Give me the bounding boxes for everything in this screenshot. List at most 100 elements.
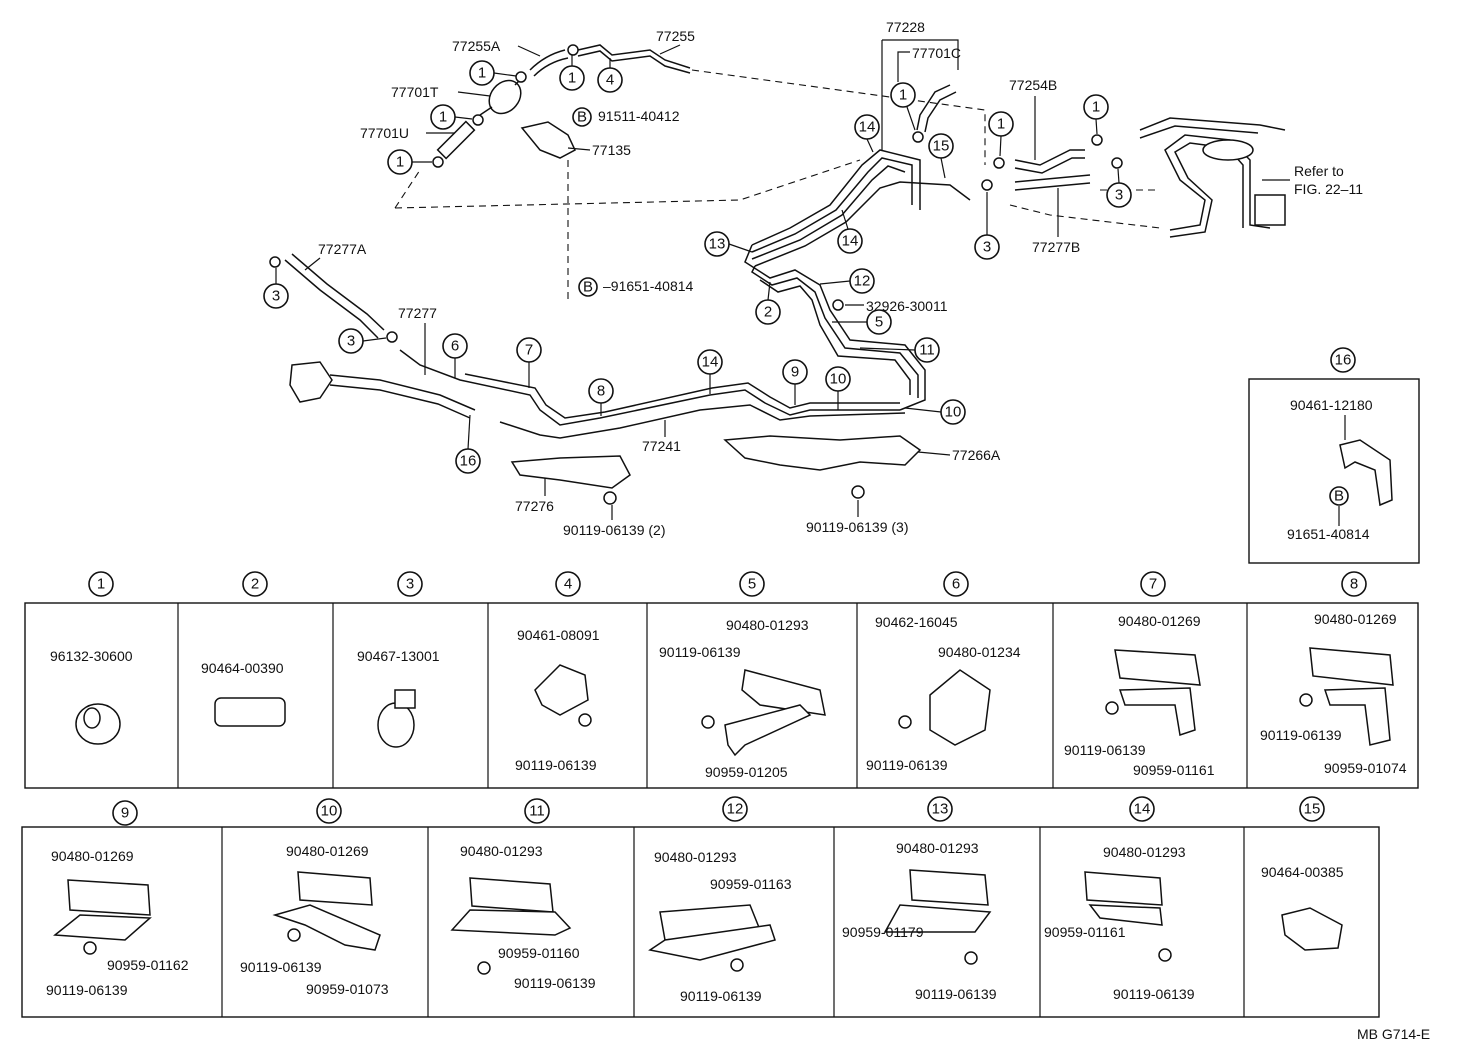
cell-6: 6 90462-16045 90480-01234 90119-06139	[866, 571, 1021, 773]
svg-text:3: 3	[347, 333, 355, 350]
callout-1-e: 1	[890, 82, 916, 108]
clamp-90461-08091	[534, 664, 589, 716]
svg-text:8: 8	[597, 383, 605, 400]
leader-77255A	[517, 45, 541, 57]
cell-14-label-2: 90119-06139	[1113, 986, 1195, 1002]
leader-c13	[728, 243, 753, 253]
label-77276: 77276	[515, 498, 554, 514]
cell-1-label-0: 96132-30600	[50, 648, 133, 664]
label-fig-22-11: FIG. 22–11	[1294, 181, 1363, 197]
cell-11-label-2: 90119-06139	[514, 975, 596, 991]
clip-96132-inner	[83, 707, 101, 729]
label-77135: 77135	[592, 142, 631, 158]
bracket-cell-8	[1323, 687, 1391, 746]
hose-77277B	[1014, 174, 1091, 183]
leader-c12	[819, 280, 851, 285]
hose-77254B-outer	[1014, 157, 1085, 174]
callout-1-f: 1	[988, 111, 1014, 137]
clamp-1-77254B	[993, 157, 1005, 169]
label-77701T: 77701T	[391, 84, 439, 100]
label-77277B: 77277B	[1032, 239, 1080, 255]
cell-4-num: 4	[564, 576, 572, 593]
callout-12: 12	[849, 268, 875, 294]
callout-16-main: 16	[455, 448, 481, 474]
bracket-cell-10	[272, 904, 381, 951]
cell-3-label-0: 90467-13001	[357, 648, 440, 664]
cell-8: 8 90480-01269 90119-06139 90959-01074	[1260, 571, 1407, 776]
leader-c3-d	[362, 337, 387, 342]
bolt-protector-77266A	[851, 485, 865, 499]
svg-text:14: 14	[859, 119, 876, 136]
bolt-cell-8	[1299, 693, 1313, 707]
clamp-cell-11	[469, 877, 554, 913]
leader-c1-e	[906, 106, 916, 131]
svg-text:7: 7	[525, 342, 533, 359]
bracket-cell-5	[724, 704, 812, 757]
callout-10-mid: 10	[825, 366, 851, 392]
svg-text:B: B	[1334, 488, 1344, 505]
cell-10-label-2: 90959-01073	[306, 981, 389, 997]
bracket-cell-11	[450, 909, 572, 936]
label-77701U: 77701U	[360, 125, 409, 141]
cell-14-label-0: 90480-01293	[1103, 844, 1186, 860]
clamp-90464-00385	[1281, 907, 1343, 951]
leader-c3-a	[1117, 168, 1120, 184]
svg-text:1: 1	[478, 65, 486, 82]
row1-dividers	[177, 603, 1248, 788]
svg-text:1: 1	[396, 154, 404, 171]
callout-1-b: 1	[559, 65, 585, 91]
fuel-pump-line-c	[1164, 134, 1271, 231]
row1-frame	[24, 602, 1419, 789]
callout-3-c: 3	[263, 283, 289, 309]
clamp-cell-7	[1114, 649, 1201, 686]
clamp-90464-00390	[214, 697, 286, 727]
cell-10-label-0: 90480-01269	[286, 843, 369, 859]
callout-1-c: 1	[430, 104, 456, 130]
cell-11-label-0: 90480-01293	[460, 843, 543, 859]
label-bolt-3: 90119-06139 (3)	[806, 519, 908, 535]
cell-1-num: 1	[97, 576, 105, 593]
main-labels: 77255A 77255 77701T 77701U 91511-40412 7…	[304, 19, 1363, 538]
callout-1-g: 1	[1083, 94, 1109, 120]
label-refer-to: Refer to	[1294, 163, 1344, 179]
leader-77228	[881, 39, 959, 150]
protector-77266A	[723, 435, 922, 471]
leader-c14-top	[866, 138, 874, 153]
pipe-mid-c	[759, 279, 911, 395]
dashed-guide-top	[691, 69, 986, 165]
fuel-pump-line-b	[1139, 125, 1259, 139]
svg-text:11: 11	[919, 342, 935, 359]
label-77277: 77277	[398, 305, 437, 321]
label-77228: 77228	[886, 19, 925, 35]
cell-12-label-0: 90480-01293	[654, 849, 737, 865]
protector-77276	[510, 455, 631, 489]
svg-text:B: B	[577, 109, 587, 126]
main-callouts: 1 1 4 1 1 B B 1 14 15 1 1 3 3 14 13 12 2…	[263, 55, 1132, 474]
detail-16-b: B	[1329, 486, 1349, 506]
cell-6-label-0: 90462-16045	[875, 614, 958, 630]
cell-7-label-2: 90959-01161	[1133, 762, 1215, 778]
bolt-cell-5	[701, 715, 715, 729]
clamp-cell-6	[929, 669, 991, 746]
svg-text:1: 1	[439, 109, 447, 126]
vapor-line-left	[329, 374, 476, 411]
cell-8-label-0: 90480-01269	[1314, 611, 1397, 627]
callout-3-d: 3	[338, 328, 364, 354]
svg-text:16: 16	[1335, 352, 1352, 369]
svg-text:14: 14	[842, 233, 859, 250]
cell-9-label-1: 90959-01162	[107, 957, 189, 973]
cell-10-num: 10	[321, 803, 338, 820]
callout-1-d: 1	[387, 149, 413, 175]
pipe-bundle-upper-b	[751, 157, 913, 253]
label-91651-40814: –91651-40814	[603, 278, 694, 294]
detail-row-1: 1 96132-30600 2 90464-00390 3 90467-1300…	[24, 571, 1419, 789]
bracket-cell-13	[883, 904, 992, 933]
cell-4: 4 90461-08091 90119-06139	[515, 571, 600, 773]
label-91511-40412: 91511-40412	[598, 108, 680, 124]
fuel-pump-bracket	[1254, 194, 1286, 226]
clamp-cell-10	[297, 871, 373, 906]
row2-frame	[21, 826, 1380, 1018]
cell-7-label-1: 90119-06139	[1064, 742, 1146, 758]
cell-1: 1 96132-30600	[50, 571, 133, 745]
clamp-3-right	[1111, 157, 1123, 169]
